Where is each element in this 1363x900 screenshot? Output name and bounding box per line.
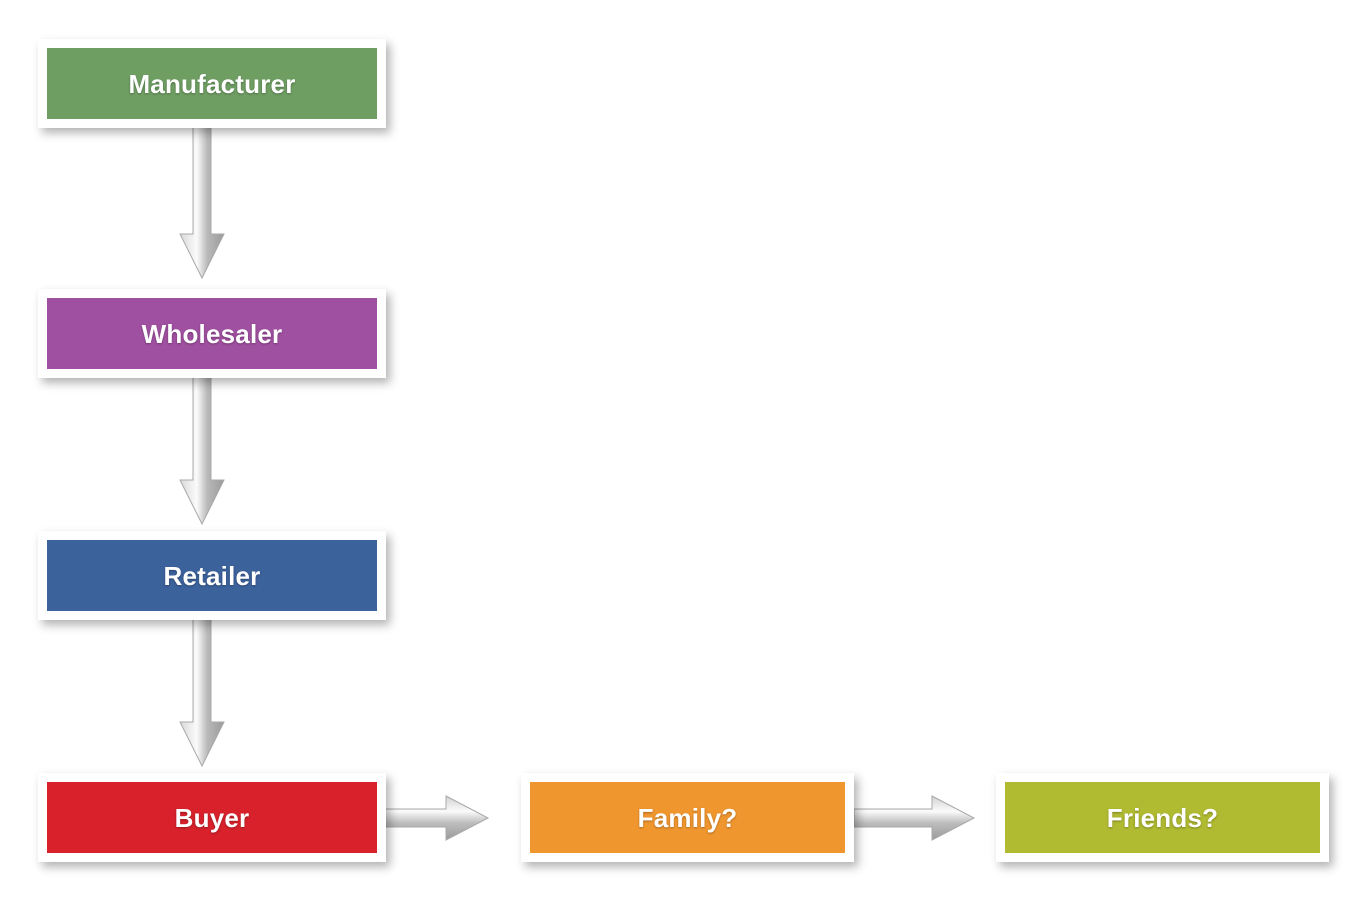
node-wholesaler-fill: Wholesaler xyxy=(47,298,377,369)
connector-buyer-to-family xyxy=(368,794,490,842)
connector-wholesaler-to-retailer xyxy=(178,376,226,536)
connector-family-to-friends xyxy=(854,794,976,842)
node-wholesaler-label: Wholesaler xyxy=(141,318,283,349)
node-family-label: Family? xyxy=(637,802,738,833)
node-friends-label: Friends? xyxy=(1106,802,1219,833)
node-wholesaler[interactable]: Wholesaler xyxy=(38,289,386,378)
node-retailer[interactable]: Retailer xyxy=(38,531,386,620)
node-family-fill: Family? xyxy=(530,782,845,853)
node-retailer-label: Retailer xyxy=(163,560,261,591)
node-manufacturer[interactable]: Manufacturer xyxy=(38,39,386,128)
connector-retailer-to-buyer xyxy=(178,618,226,778)
node-buyer[interactable]: Buyer xyxy=(38,773,386,862)
node-friends-fill: Friends? xyxy=(1005,782,1320,853)
node-buyer-fill: Buyer xyxy=(47,782,377,853)
connector-manufacturer-to-wholesaler xyxy=(178,126,226,292)
node-buyer-label: Buyer xyxy=(174,802,250,833)
node-retailer-fill: Retailer xyxy=(47,540,377,611)
node-friends[interactable]: Friends? xyxy=(996,773,1329,862)
node-family[interactable]: Family? xyxy=(521,773,854,862)
node-manufacturer-label: Manufacturer xyxy=(128,68,296,99)
node-manufacturer-fill: Manufacturer xyxy=(47,48,377,119)
